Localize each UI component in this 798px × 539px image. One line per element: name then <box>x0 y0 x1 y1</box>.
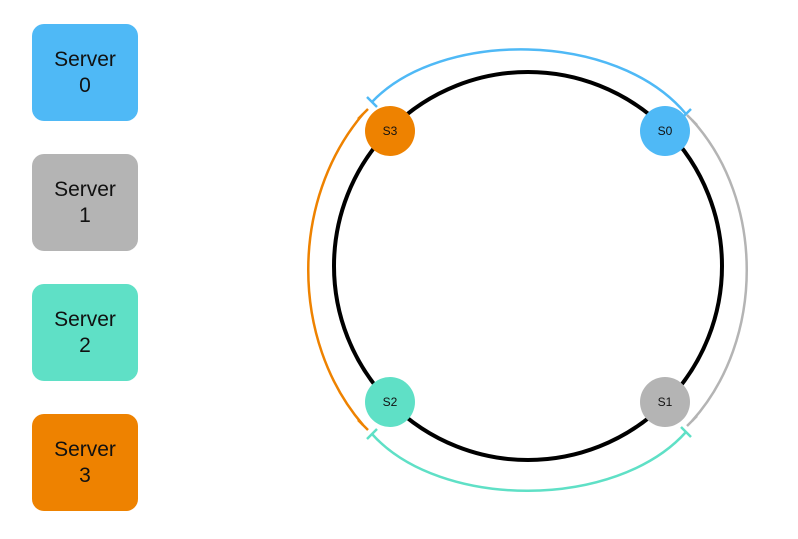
ring-node-s2: S2 <box>365 377 415 427</box>
server-2-range-start-tick <box>680 426 692 438</box>
ring-node-s3-label: S3 <box>383 124 398 138</box>
ring-node-s1-dot <box>640 377 690 427</box>
server-1-label-line1: Server <box>54 177 116 201</box>
server-0-box: Server 0 <box>32 24 138 121</box>
ring-node-s0-label: S0 <box>658 124 673 138</box>
server-0-label-line1: Server <box>54 47 116 71</box>
server-2-box: Server 2 <box>32 284 138 381</box>
server-0-range-arc <box>371 48 687 115</box>
ring-node-s3: S3 <box>365 106 415 156</box>
server-2-label-line1: Server <box>54 307 116 331</box>
server-1-box: Server 1 <box>32 154 138 251</box>
ring-node-s2-dot <box>365 377 415 427</box>
server-1-range-arc <box>691 119 748 422</box>
server-1-range-end-tick <box>686 415 698 427</box>
server-2-range-end-tick <box>366 428 378 440</box>
ring-node-s3-dot <box>365 106 415 156</box>
hash-ring <box>332 70 724 462</box>
server-3-box: Server 3 <box>32 414 138 511</box>
server-0-label-line2: 0 <box>79 73 91 97</box>
ring-node-s0-dot <box>640 106 690 156</box>
server-1-label-line2: 1 <box>79 203 91 227</box>
server-2-label-line2: 2 <box>79 333 91 357</box>
ring-node-s1-label: S1 <box>658 395 673 409</box>
server-3-range-arc <box>307 113 364 426</box>
server-1-range-start-tick <box>686 114 698 126</box>
server-0-range-start-tick <box>366 96 378 108</box>
ring-node-s2-label: S2 <box>383 395 398 409</box>
server-2-range-arc <box>371 431 687 492</box>
server-3-label-line2: 3 <box>79 463 91 487</box>
server-3-range-start-tick <box>357 419 369 431</box>
server-3-label-line1: Server <box>54 437 116 461</box>
server-3-range-end-tick <box>357 108 369 120</box>
ring-node-s1: S1 <box>640 377 690 427</box>
ring-node-s0: S0 <box>640 106 690 156</box>
